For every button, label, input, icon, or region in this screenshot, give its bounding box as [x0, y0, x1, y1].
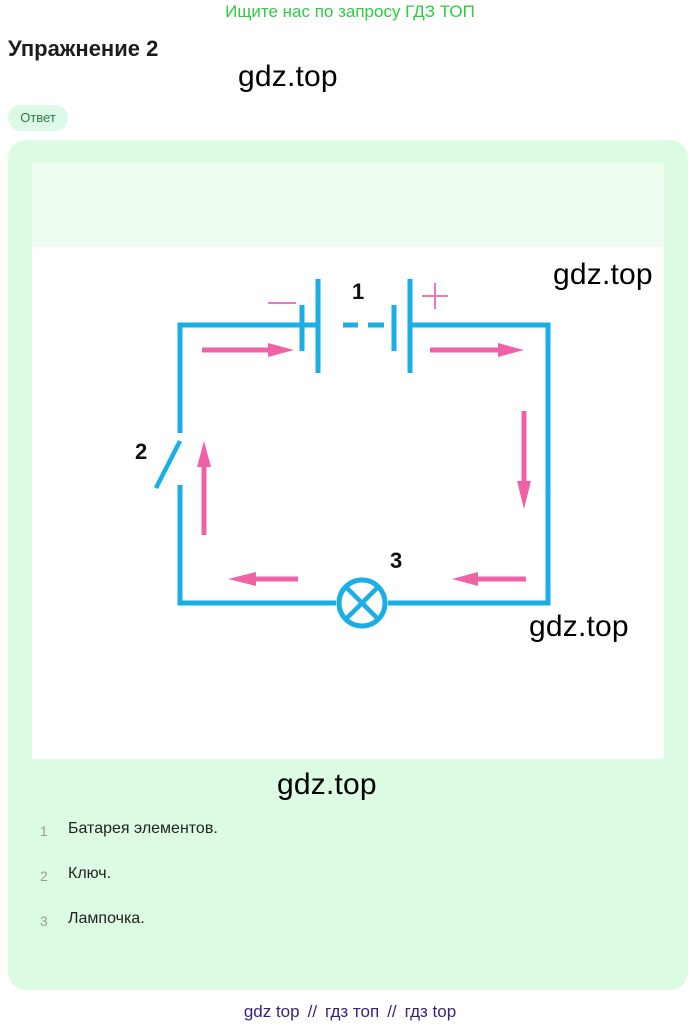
wire-top-left: [177, 322, 317, 433]
watermark-text: gdz.top: [277, 768, 377, 801]
list-number: 2: [40, 868, 48, 884]
lamp-symbol: [336, 577, 388, 629]
exercise-title: Упражнение 2: [8, 36, 159, 61]
circuit-figure: 1 2 3: [32, 163, 664, 759]
footer-link[interactable]: gdz top: [243, 1002, 300, 1021]
arrow-5-head: [228, 572, 256, 586]
footer-separator: //: [387, 1002, 397, 1021]
arrow-6-head: [197, 441, 211, 467]
list-item: 3 Лампочка.: [40, 910, 218, 955]
label-lamp: 3: [390, 548, 402, 573]
arrow-1-head: [268, 343, 294, 357]
list-item: 2 Ключ.: [40, 865, 218, 910]
footer-link[interactable]: гдз топ: [325, 1002, 380, 1021]
label-battery: 1: [352, 279, 364, 304]
list-number: 3: [40, 913, 48, 929]
list-text: Ключ.: [68, 865, 112, 882]
footer-link[interactable]: гдз top: [404, 1002, 457, 1021]
footer-links: gdz top // гдз топ // гдз top: [0, 1002, 700, 1022]
wire-right: [388, 322, 551, 606]
list-text: Лампочка.: [68, 910, 145, 927]
circuit-diagram: 1 2 3: [135, 279, 551, 629]
wire-bottom-left: [177, 485, 336, 606]
arrow-2-head: [498, 343, 524, 357]
watermark-text: gdz.top: [529, 610, 629, 643]
arrow-4-head: [452, 572, 478, 586]
watermark-text: gdz.top: [238, 60, 338, 93]
answer-list: 1 Батарея элементов. 2 Ключ. 3 Лампочка.: [40, 820, 218, 955]
list-text: Батарея элементов.: [68, 820, 218, 837]
polarity-signs: [268, 283, 448, 309]
list-item: 1 Батарея элементов.: [40, 820, 218, 865]
list-number: 1: [40, 823, 48, 839]
search-banner: Ищите нас по запросу ГДЗ ТОП: [225, 2, 475, 21]
arrow-3-head: [517, 481, 531, 509]
answer-tab[interactable]: Ответ: [8, 105, 68, 131]
battery-cells: [299, 279, 413, 373]
footer-separator: //: [307, 1002, 318, 1021]
label-switch: 2: [135, 439, 147, 464]
switch-blade: [153, 439, 183, 490]
watermark-text: gdz.top: [553, 258, 653, 291]
current-arrows: [197, 343, 531, 586]
figure-header-band: [32, 163, 664, 247]
wires: [177, 322, 551, 606]
